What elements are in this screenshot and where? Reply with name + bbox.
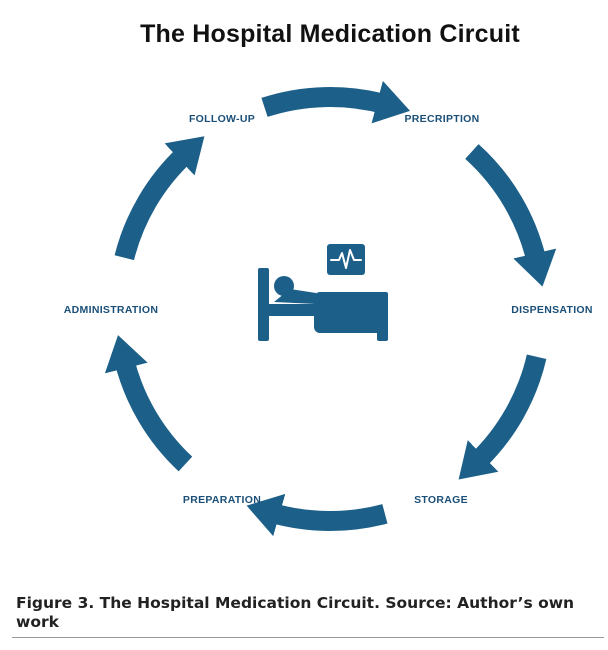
- arrow-storage-to-preparation: [246, 493, 388, 537]
- arrow-dispensation-to-storage: [458, 354, 547, 480]
- circuit-graphic: [104, 80, 557, 537]
- circuit-arrows: [104, 80, 557, 537]
- step-label-follow-up: FOLLOW-UP: [188, 113, 256, 125]
- step-label-administration: ADMINISTRATION: [63, 304, 159, 316]
- caption-divider: [12, 637, 604, 638]
- hospital-bed-icon: [258, 268, 388, 341]
- medication-circuit-diagram: PRECRIPTION DISPENSATION STORAGE PREPARATIO…: [63, 80, 593, 537]
- heart-monitor-icon: [327, 244, 365, 275]
- arrow-administration-to-followup: [114, 136, 205, 261]
- arrow-followup-to-precription: [261, 80, 411, 124]
- arrow-precription-to-dispensation: [465, 144, 557, 287]
- figure-caption: Figure 3. The Hospital Medication Circui…: [16, 594, 575, 631]
- step-label-preparation: PREPARATION: [182, 494, 262, 506]
- arrow-preparation-to-administration: [104, 335, 193, 472]
- step-label-precription: PRECRIPTION: [404, 113, 480, 125]
- page-title: The Hospital Medication Circuit: [140, 20, 520, 48]
- step-label-storage: STORAGE: [414, 494, 468, 506]
- step-label-dispensation: DISPENSATION: [511, 304, 593, 316]
